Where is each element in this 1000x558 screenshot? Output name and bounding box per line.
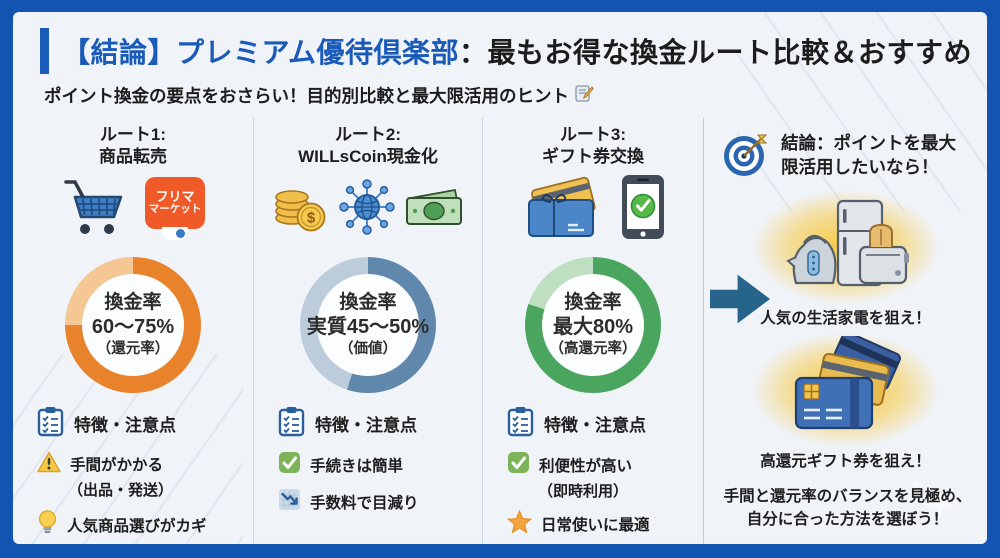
conclusion-heading: 結論：ポイントを最大 限活用したいなら！ (781, 133, 956, 177)
banknote-icon (405, 186, 463, 233)
route-column-3: ルート3: ギフト券交換 (482, 118, 703, 544)
route-1-features: 特徴・注意点 手間がかかる （出品・発送） 人気商品選びがカギ (37, 406, 253, 541)
title-highlight: 【結論】プレミアム優待倶楽部 (62, 37, 460, 68)
conclusion-column: 結論：ポイントを最大 限活用したいなら！ (703, 118, 987, 544)
target-dart-icon (720, 130, 770, 185)
giftcards-caption: 高還元ギフト券を狙え！ (760, 453, 931, 470)
shopping-cart-icon (61, 177, 127, 242)
route-3-label: ルート3: ギフト券交換 (542, 125, 644, 167)
coins-icon: $ (273, 180, 329, 239)
gift-cards-stack-icon (786, 330, 906, 445)
phone-check-icon (620, 173, 666, 246)
conclusion-note: 手間と還元率のバランスを見極め、 自分に合った方法を選ぼう！ (723, 488, 972, 529)
checklist-clipboard-icon (507, 406, 534, 442)
infographic-card: 【結論】プレミアム優待倶楽部：最もお得な換金ルート比較＆おすすめ ポイント換金の… (13, 12, 987, 544)
appliances-glow (750, 189, 941, 305)
checklist-clipboard-icon (278, 406, 305, 442)
home-appliances-icon (782, 195, 910, 300)
network-icon (337, 178, 397, 241)
memo-pencil-icon (574, 83, 594, 108)
gift-cards-icon (520, 175, 606, 244)
lightbulb-icon (37, 509, 58, 541)
subtitle-text: ポイント換金の要点をおさらい！目的別比較と最大限活用のヒント (44, 86, 569, 106)
subtitle: ポイント換金の要点をおさらい！目的別比較と最大限活用のヒント (44, 83, 987, 108)
title-accent-bar (40, 28, 49, 74)
route-3-features: 特徴・注意点 利便性が高い （即時利用） 日常使いに最適 (506, 406, 703, 539)
giftcards-glow (750, 330, 941, 448)
flea-market-badge: フリマ マーケット (145, 176, 205, 243)
route-column-2: ルート2: WILLsCoin現金化 $ (253, 118, 482, 544)
route-1-label: ルート1: 商品転売 (99, 125, 167, 167)
route-1-donut-chart: 換金率 60〜75% （還元率） (65, 256, 201, 393)
comparison-columns: ルート1: 商品転売 (13, 118, 987, 544)
route-2-donut-chart: 換金率 実質45〜50% （価値） (300, 256, 436, 393)
features-heading: 特徴・注意点 (544, 416, 646, 436)
svg-text:$: $ (307, 210, 316, 227)
star-icon (506, 509, 533, 539)
features-heading: 特徴・注意点 (74, 416, 176, 436)
check-icon (507, 451, 530, 479)
flea-market-badge-text: フリマ (155, 188, 195, 204)
page-title: 【結論】プレミアム優待倶楽部：最もお得な換金ルート比較＆おすすめ (40, 28, 987, 74)
appliances-caption: 人気の生活家電を狙え！ (760, 310, 931, 327)
route-3-donut-chart: 換金率 最大80% （高還元率） (525, 256, 661, 393)
route-column-1: ルート1: 商品転売 (13, 118, 253, 544)
check-icon (278, 451, 301, 479)
chart-down-icon (278, 488, 301, 516)
route-2-features: 特徴・注意点 手続きは簡単 手数料で目減り (278, 406, 482, 516)
features-heading: 特徴・注意点 (315, 416, 417, 436)
warning-icon (37, 451, 61, 478)
checklist-clipboard-icon (37, 406, 64, 442)
title-rest: ：最もお得な換金ルート比較＆おすすめ (459, 37, 973, 68)
feature-sub-note: （即時利用） (538, 482, 629, 500)
route-2-label: ルート2: WILLsCoin現金化 (298, 125, 438, 167)
feature-sub-note: （出品・発送） (68, 481, 174, 499)
